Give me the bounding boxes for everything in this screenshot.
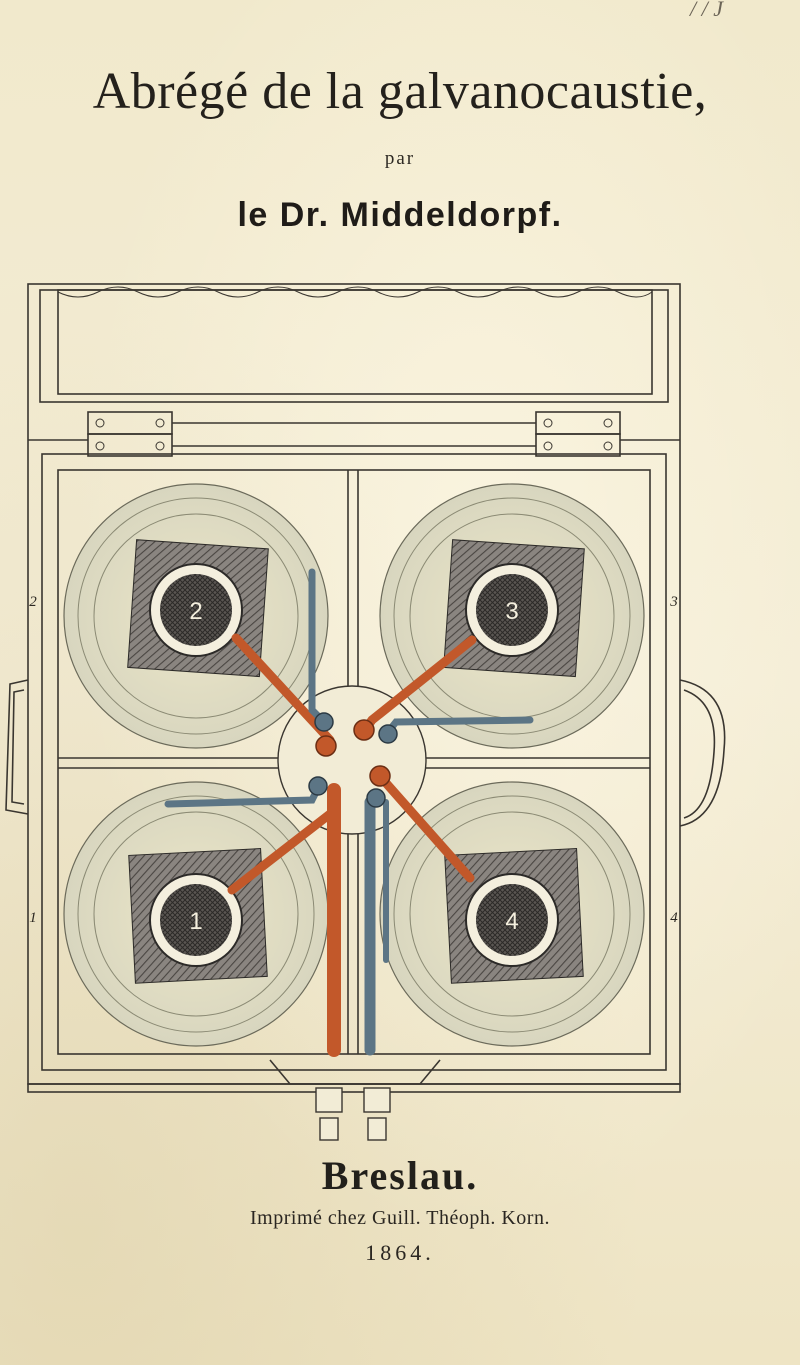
right-handle <box>679 679 726 827</box>
side-label-1: 1 <box>29 910 37 926</box>
cell-number-2: 2 <box>189 598 202 625</box>
author-name: le Dr. Middeldorpf. <box>237 196 563 234</box>
left-handle <box>5 679 29 815</box>
book-title: Abrégé de la galvanocaustie, <box>92 63 708 120</box>
side-label-3: 3 <box>669 594 678 610</box>
side-label-4: 4 <box>670 910 678 926</box>
cell-1 <box>63 781 329 1047</box>
hinge-screws <box>95 418 613 451</box>
cell-number-4: 4 <box>505 908 518 935</box>
cell-number-1: 1 <box>189 908 202 935</box>
cell-2 <box>63 483 329 749</box>
bottom-terminals <box>315 1087 391 1141</box>
publication-year: 1864. <box>365 1240 435 1265</box>
byline: par <box>384 148 416 169</box>
cell-3 <box>379 483 645 749</box>
side-label-2: 2 <box>29 594 37 610</box>
battery-illustration: 2 3 1 4 2 3 1 4 <box>5 283 726 1141</box>
corner-pencil-mark: / / J <box>690 0 723 21</box>
printer-line: Imprimé chez Guill. Théoph. Korn. <box>250 1207 550 1229</box>
cell-number-3: 3 <box>505 598 518 625</box>
place-of-publication: Breslau. <box>321 1153 479 1198</box>
